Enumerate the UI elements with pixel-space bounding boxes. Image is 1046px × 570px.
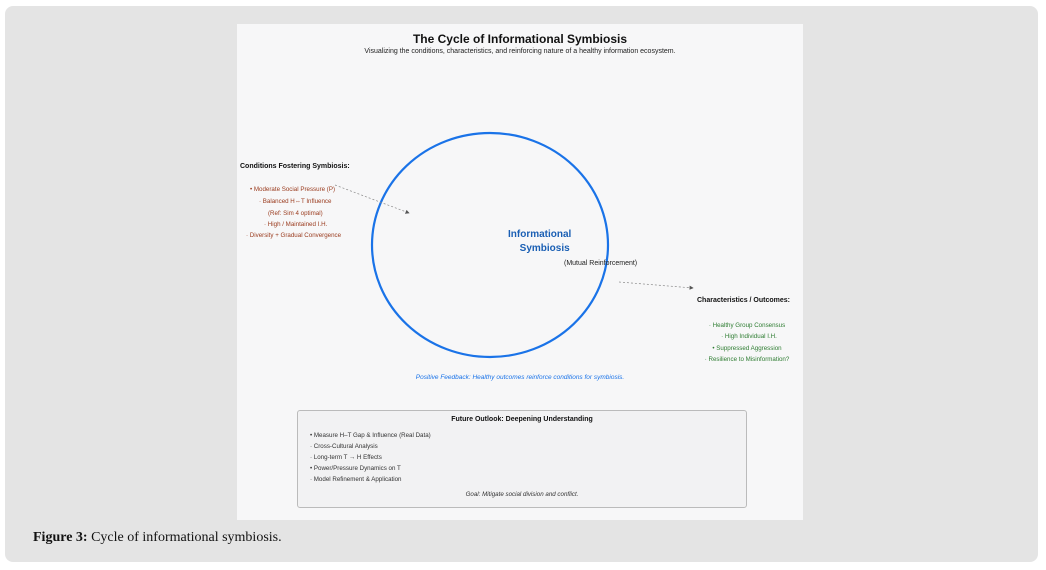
condition-item: · High / Maintained I.H.: [264, 221, 328, 228]
outlook-item: · Model Refinement & Application: [310, 476, 402, 483]
cycle-graphic: [334, 131, 694, 359]
cycle-ellipse: [370, 131, 610, 359]
outcome-item: · High Individual I.H.: [721, 333, 777, 340]
center-line1: Informational: [508, 229, 572, 240]
figure-caption: Figure 3: Cycle of informational symbios…: [33, 530, 282, 546]
condition-item: · Diversity + Gradual Convergence: [246, 232, 342, 239]
outcome-item: · Resilience to Misinformation?: [704, 356, 790, 363]
caption-label: Figure 3:: [33, 530, 88, 545]
center-note: (Mutual Reinforcement): [564, 260, 638, 267]
arrow-in: [334, 184, 410, 214]
outcome-item: • Suppressed Aggression: [712, 345, 782, 352]
diagram-title: The Cycle of Informational Symbiosis: [412, 32, 628, 46]
outlook-goal: Goal: Mitigate social division and confl…: [465, 491, 579, 498]
outlook-item: · Cross-Cultural Analysis: [310, 443, 378, 450]
condition-item: • Moderate Social Pressure (P): [250, 186, 336, 193]
outlook-box: Future Outlook: Deepening Understanding …: [297, 410, 747, 508]
outlook-heading: Future Outlook: Deepening Understanding: [451, 416, 593, 423]
outlook-item: • Power/Pressure Dynamics on T: [310, 465, 401, 472]
condition-item: · Balanced H⇔T Influence: [259, 198, 332, 205]
condition-item: (Ref: Sim 4 optimal): [268, 210, 323, 217]
conditions-heading: Conditions Fostering Symbiosis:: [240, 163, 350, 170]
feedback-note: Positive Feedback: Healthy outcomes rein…: [415, 374, 625, 381]
outlook-item: · Long-term T → H Effects: [310, 454, 382, 461]
diagram-subtitle: Visualizing the conditions, characterist…: [364, 48, 676, 55]
outlook-item: • Measure H–T Gap & Influence (Real Data…: [310, 432, 431, 439]
arrow-out: [618, 281, 694, 290]
outcomes-heading: Characteristics / Outcomes:: [697, 297, 790, 304]
center-line2: Symbiosis: [519, 243, 570, 254]
diagram: The Cycle of Informational Symbiosis Vis…: [237, 24, 803, 520]
caption-text: Cycle of informational symbiosis.: [87, 530, 282, 545]
outcome-item: · Healthy Group Consensus: [708, 322, 786, 329]
